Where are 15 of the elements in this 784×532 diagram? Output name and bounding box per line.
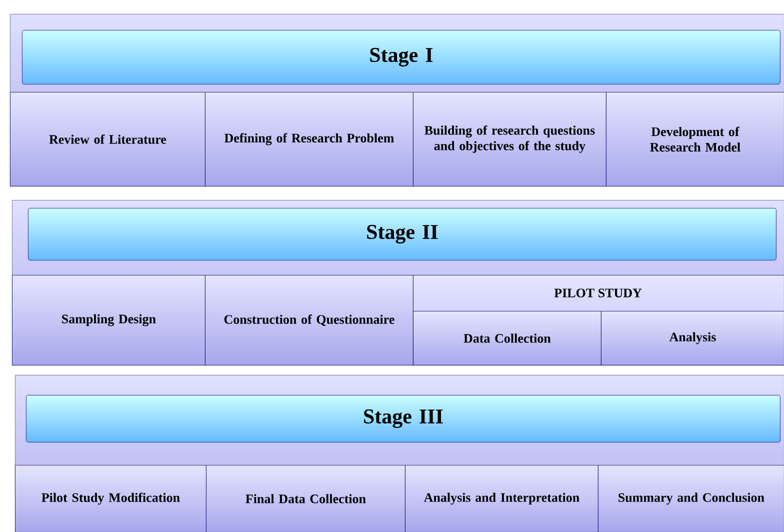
step-box: Final Data Collection — [206, 465, 406, 532]
step-box: Review of Literature — [10, 92, 206, 186]
step-box: Sampling Design — [12, 275, 206, 366]
step-box: Defining of Research Problem — [205, 92, 414, 186]
step-box: Development of Research Model — [606, 92, 784, 186]
step-box: Construction of Questionnaire — [205, 275, 414, 366]
step-box: Building of research questions and objectives of the study — [413, 92, 606, 186]
stage-banner: Stage I — [22, 30, 780, 84]
step-box: Analysis — [601, 311, 784, 366]
step-box: Analysis and Interpretation — [405, 465, 598, 532]
step-box: Summary and Conclusion — [598, 465, 784, 532]
stage-banner: Stage II — [28, 208, 776, 260]
stage-banner: Stage III — [26, 395, 780, 442]
step-box: Data Collection — [413, 311, 602, 366]
step-box: Pilot Study Modification — [15, 465, 206, 532]
